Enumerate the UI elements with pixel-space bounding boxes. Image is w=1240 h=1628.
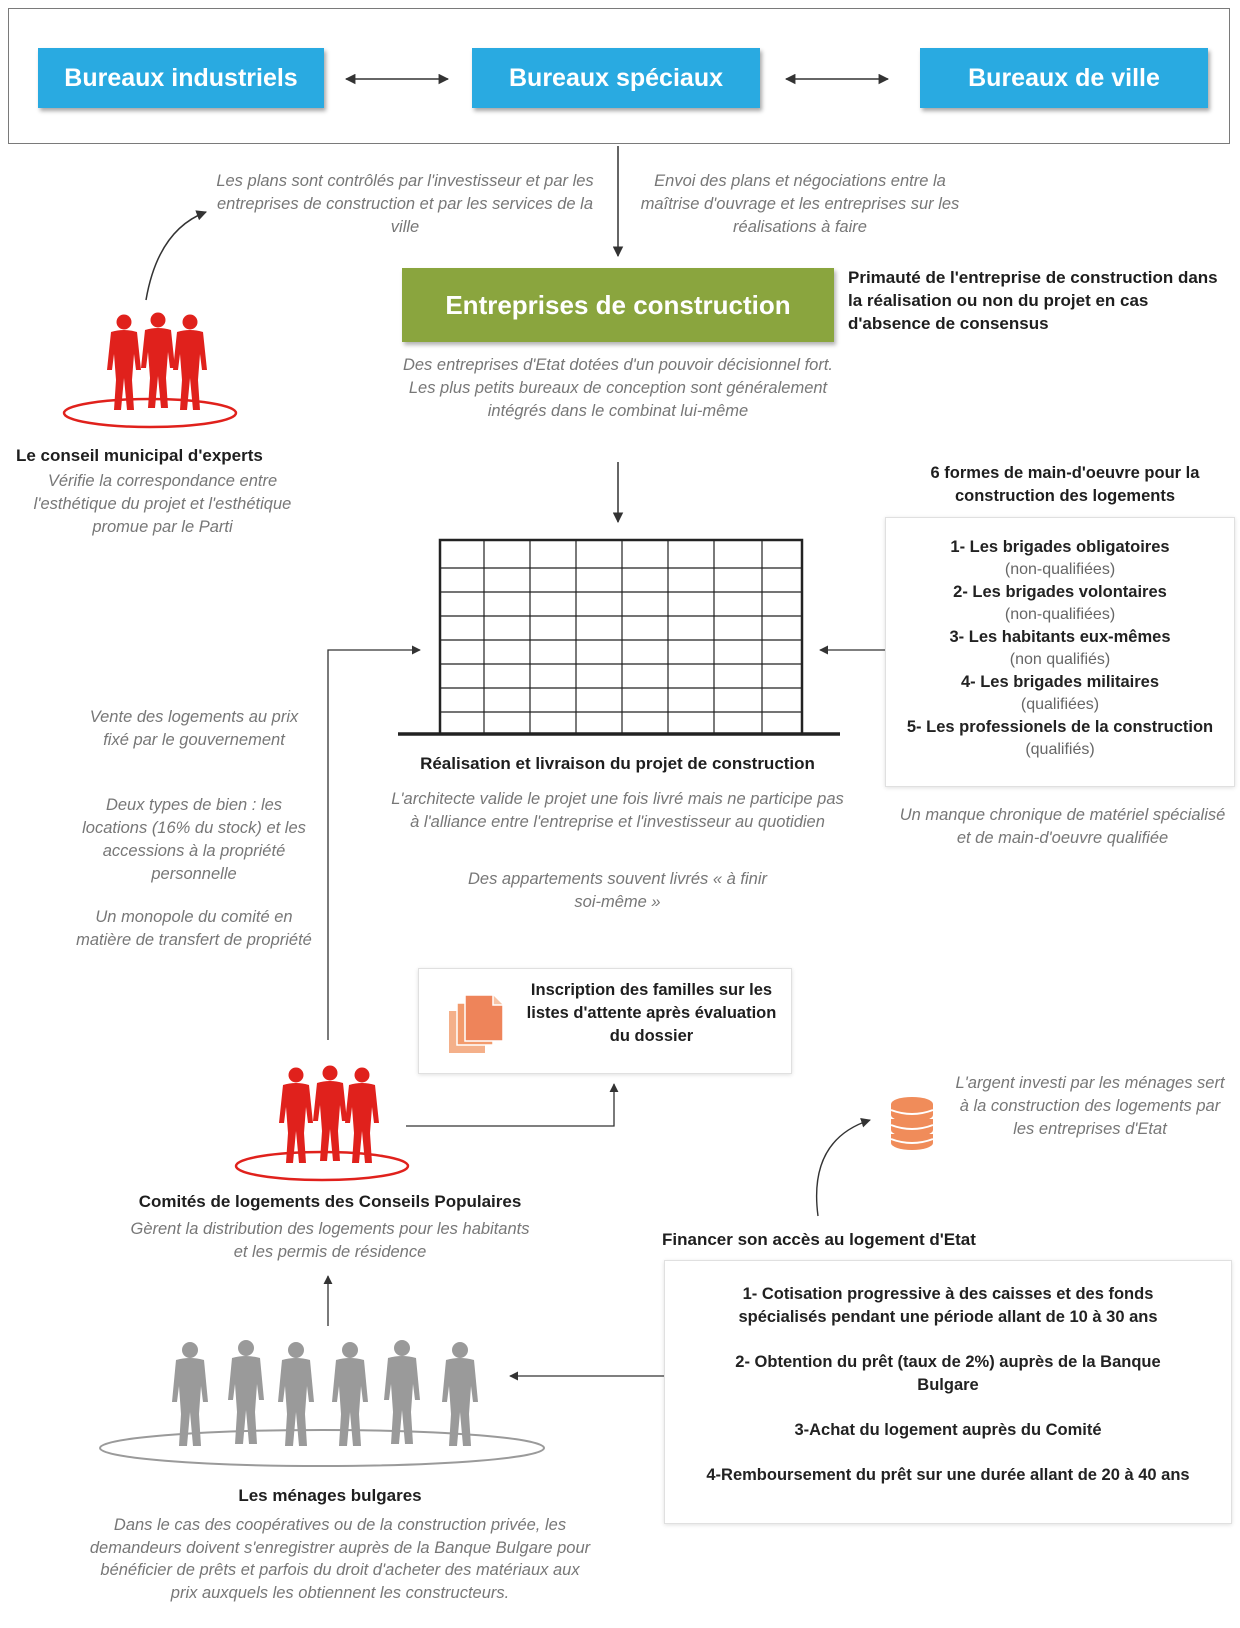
apartments-note: Des appartements souvent livrés « à fini… bbox=[468, 870, 767, 911]
labour-item: 2- Les brigades volontaires (non-qualifié… bbox=[886, 581, 1234, 626]
council-desc: Vérifie la correspondance entre l'esthét… bbox=[33, 472, 292, 536]
special-offices-box: Bureaux spéciaux bbox=[472, 48, 760, 108]
labour-item-label: 5- Les professionels de la construction bbox=[906, 718, 1214, 736]
plans-sent-note: Envoi des plans et négociations entre la… bbox=[640, 172, 960, 236]
sale-price-note: Vente des logements au prix fixé par le … bbox=[89, 708, 299, 749]
money-note: L'argent investi par les ménages sert à … bbox=[955, 1074, 1225, 1138]
council-title: Le conseil municipal d'experts bbox=[16, 446, 263, 465]
labour-panel: 1- Les brigades obligatoires (non-qualifi… bbox=[885, 517, 1235, 787]
finance-step: 2- Obtention du prêt (taux de 2%) auprès… bbox=[735, 1353, 1161, 1394]
finance-title: Financer son accès au logement d'Etat bbox=[662, 1230, 976, 1249]
labour-title: 6 formes de main-d'oeuvre pour la constr… bbox=[930, 464, 1200, 505]
labour-item-label: 4- Les brigades militaires bbox=[960, 673, 1160, 691]
state-companies-note: Des entreprises d'Etat dotées d'un pouvo… bbox=[402, 356, 834, 420]
finance-step: 1- Cotisation progressive à des caisses … bbox=[738, 1285, 1158, 1326]
labour-item: 3- Les habitants eux-mêmes (non qualifiés… bbox=[886, 626, 1234, 671]
finance-money-arrow bbox=[815, 1118, 871, 1217]
finance-step: 3-Achat du logement auprès du Comité bbox=[794, 1421, 1102, 1439]
finance-step: 4-Remboursement du prêt sur une durée al… bbox=[706, 1466, 1190, 1484]
offices-frame bbox=[8, 8, 1230, 144]
labour-item-qualification: (non-qualifiées) bbox=[1004, 606, 1116, 623]
labour-item-label: 2- Les brigades volontaires bbox=[953, 583, 1167, 601]
households-desc: Dans le cas des coopératives ou de la co… bbox=[89, 1516, 591, 1602]
council-people-icon bbox=[62, 312, 238, 429]
labour-item-qualification: (non qualifiés) bbox=[1009, 651, 1111, 668]
industrial-offices-box: Bureaux industriels bbox=[38, 48, 324, 108]
inscription-panel: Inscription des familles sur les listes … bbox=[418, 968, 792, 1074]
database-icon bbox=[890, 1097, 934, 1150]
monopoly-note: Un monopole du comité en matière de tran… bbox=[76, 908, 312, 949]
building-icon bbox=[398, 538, 840, 736]
committee-inscription-arrow bbox=[406, 1083, 619, 1127]
households-title: Les ménages bulgares bbox=[238, 1486, 422, 1505]
labour-item-label: 3- Les habitants eux-mêmes bbox=[949, 628, 1171, 646]
committee-building-arrow bbox=[327, 645, 421, 1040]
committee-people-icon bbox=[234, 1065, 410, 1182]
inscription-text: Inscription des familles sur les listes … bbox=[526, 981, 777, 1045]
labour-item: 1- Les brigades obligatoires (non-qualifi… bbox=[886, 536, 1234, 581]
primacy-text: Primauté de l'entreprise de construction… bbox=[848, 268, 1218, 333]
households-people-icon bbox=[99, 1340, 545, 1467]
construction-companies-box: Entreprises de construction bbox=[402, 268, 834, 342]
labour-item-label: 1- Les brigades obligatoires bbox=[950, 538, 1170, 556]
finance-panel: 1- Cotisation progressive à des caisses … bbox=[664, 1260, 1232, 1524]
documents-icon bbox=[449, 994, 504, 1053]
council-curved-arrow bbox=[145, 210, 207, 301]
labour-item: 5- Les professionels de la construction (… bbox=[886, 716, 1234, 761]
architect-note: L'architecte valide le projet une fois l… bbox=[391, 790, 844, 831]
labour-item-qualification: (qualifiés) bbox=[1025, 741, 1095, 758]
committee-title: Comités de logements des Conseils Popula… bbox=[138, 1192, 522, 1211]
plans-controlled-note: Les plans sont contrôlés par l'investiss… bbox=[216, 172, 594, 236]
labour-item-qualification: (non-qualifiées) bbox=[1004, 561, 1116, 578]
city-offices-box: Bureaux de ville bbox=[920, 48, 1208, 108]
labour-item-qualification: (qualifiées) bbox=[1020, 696, 1100, 713]
realisation-title: Réalisation et livraison du projet de co… bbox=[420, 754, 815, 773]
labour-item: 4- Les brigades militaires (qualifiées) bbox=[886, 671, 1234, 716]
committee-desc: Gèrent la distribution des logements pou… bbox=[130, 1220, 530, 1261]
shortage-note: Un manque chronique de matériel spéciali… bbox=[899, 806, 1226, 847]
two-types-note: Deux types de bien : les locations (16% … bbox=[82, 796, 306, 883]
